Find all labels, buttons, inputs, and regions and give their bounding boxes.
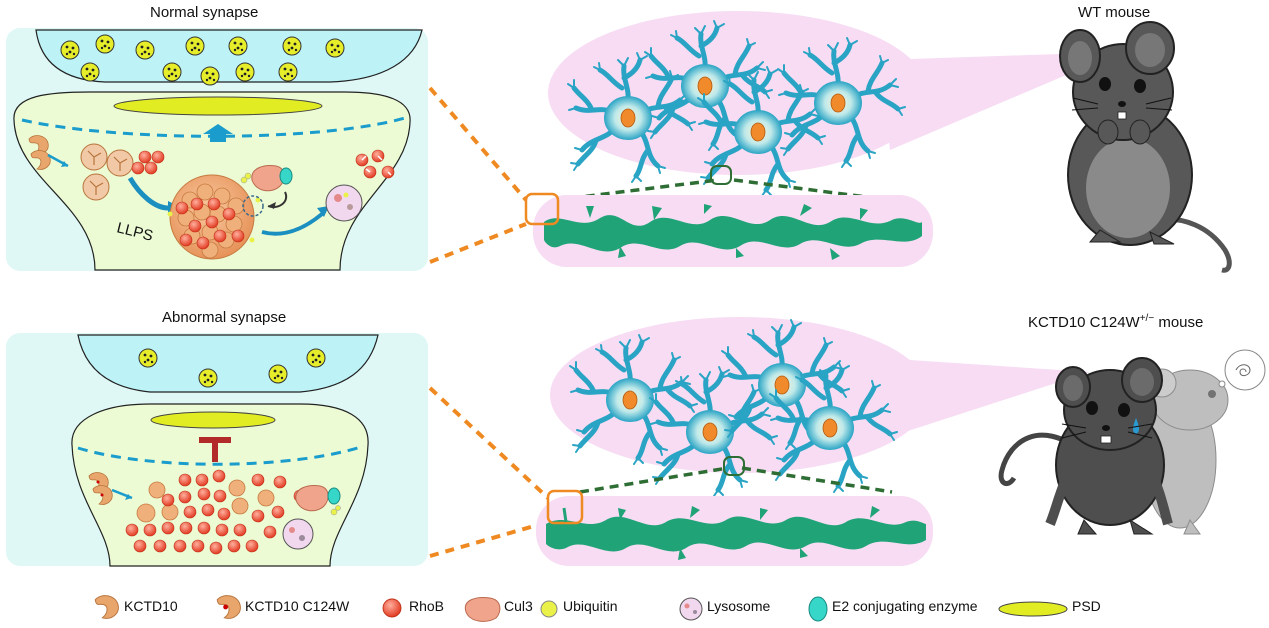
degraded-rhob — [355, 149, 395, 179]
scattered-kctd10 — [136, 479, 275, 523]
spine-box-green-bottom — [723, 456, 745, 476]
psd-bar-abnormal — [150, 411, 276, 429]
legend — [94, 595, 1068, 622]
title-mutant-mouse: KCTD10 C124W+/− mouse — [1028, 313, 1203, 331]
legend-rhob-label: RhoB — [409, 598, 445, 614]
spine-box-green — [710, 165, 732, 185]
up-arrow — [203, 124, 233, 142]
mutant-kctd10 — [88, 472, 113, 505]
spine-box-orange — [524, 192, 560, 226]
mutant-mouse-illustration — [998, 349, 1266, 535]
kctd10-icon — [94, 595, 119, 619]
legend-kctd10-label: KCTD10 — [124, 598, 178, 614]
legend-ubiquitin-label: Ubiquitin — [563, 598, 618, 614]
mutant-suffix: mouse — [1154, 314, 1204, 331]
abnormal-synapse-panel — [6, 333, 428, 567]
ubiquitin-icon — [540, 600, 558, 618]
title-normal-synapse: Normal synapse — [150, 4, 259, 21]
confused-thought-bubble — [1218, 349, 1266, 391]
presynaptic-terminal-abnormal — [77, 334, 379, 393]
zoom-lines — [428, 86, 550, 558]
e2-enzyme-icon — [808, 596, 828, 622]
legend-lysosome-label: Lysosome — [707, 598, 771, 614]
title-abnormal-synapse: Abnormal synapse — [162, 309, 287, 326]
wt-neurons-view — [524, 11, 1120, 267]
mutant-neurons-view — [536, 317, 1090, 566]
kctd10-c124w-icon — [216, 595, 241, 619]
lysosome — [325, 184, 363, 222]
psd-icon — [998, 601, 1068, 617]
title-wt-mouse: WT mouse — [1078, 4, 1151, 21]
normal-synapse-panel: LLPS — [6, 28, 428, 271]
kctd10-oligomers — [80, 143, 134, 201]
legend-cul3-label: Cul3 — [504, 598, 533, 614]
psd-bar — [113, 96, 323, 116]
legend-psd-label: PSD — [1072, 598, 1101, 614]
lysosome-icon — [679, 597, 703, 621]
rhob-icon — [382, 598, 402, 618]
zoom-lines-green — [555, 178, 891, 202]
dashed-membrane-abnormal — [77, 444, 365, 466]
condensate-droplet — [167, 174, 261, 260]
dashed-membrane — [21, 116, 406, 138]
spine-box-orange-bottom — [546, 489, 584, 525]
wt-mouse-illustration — [1059, 21, 1232, 273]
lysosome-abnormal — [282, 518, 314, 550]
zoom-dashed-circle — [242, 195, 264, 217]
presynaptic-terminal — [35, 29, 423, 83]
cul3-icon — [464, 597, 501, 622]
legend-kctd10-c124w-label: KCTD10 C124W — [245, 598, 350, 614]
cul3-e2-abnormal — [295, 485, 341, 516]
dendrite-bottom — [546, 516, 926, 552]
speech-tail-top — [880, 52, 1120, 150]
llps-arrow — [127, 176, 169, 211]
mutant-prefix: KCTD10 C124W — [1028, 314, 1140, 331]
legend-e2-label: E2 conjugating enzyme — [832, 598, 978, 614]
mutant-genotype: +/− — [1139, 313, 1155, 324]
zoom-lines-green-bottom — [579, 466, 893, 494]
cul3-e2-complex — [240, 165, 293, 209]
dendrite-top — [544, 215, 922, 252]
inhibition-symbol — [199, 437, 231, 462]
tear-drop-icon — [1133, 418, 1139, 434]
speech-tail-bottom — [880, 358, 1090, 440]
lysosome-arrow — [261, 212, 324, 236]
